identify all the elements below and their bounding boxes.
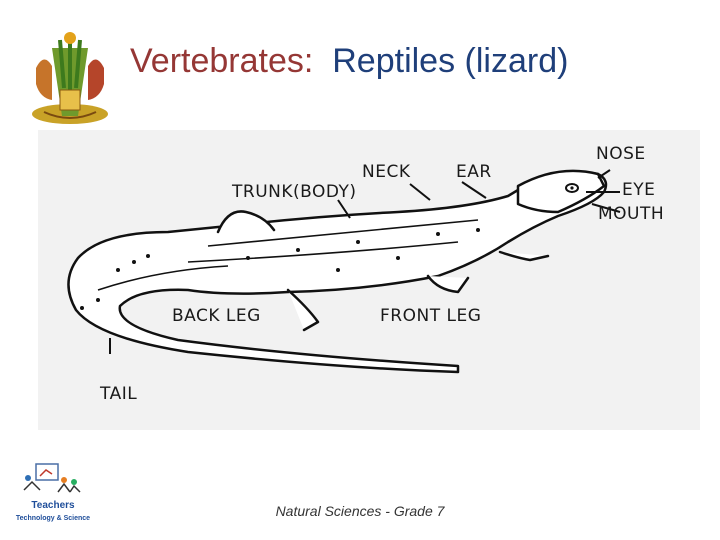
label-eye: EYE xyxy=(622,180,656,200)
nose-pointer xyxy=(597,169,611,179)
lizard-diagram: NECK EAR NOSE TRUNK(BODY) EYE MOUTH BACK… xyxy=(38,130,700,430)
slide-title: Vertebrates: Reptiles (lizard) xyxy=(130,42,568,81)
title-part-vertebrates: Vertebrates: xyxy=(130,42,314,80)
neck-pointer xyxy=(409,183,431,201)
trunk-pointer xyxy=(337,199,351,219)
coat-of-arms-logo xyxy=(32,32,108,124)
lizard-drawing xyxy=(38,130,700,430)
logo-line-techscience: Technology & Science xyxy=(16,515,90,522)
mouth-pointer xyxy=(591,203,621,213)
label-nose: NOSE xyxy=(596,144,646,164)
logo-line-teachers: Teachers xyxy=(31,500,75,511)
label-back-leg: BACK LEG xyxy=(172,306,261,326)
eye-mark xyxy=(565,183,579,193)
ear-pointer xyxy=(461,181,487,199)
label-trunk: TRUNK(BODY) xyxy=(232,182,357,202)
title-part-reptiles: Reptiles (lizard) xyxy=(332,42,569,80)
teachers-logo: Teachers Technology & Science xyxy=(16,463,90,522)
label-mouth: MOUTH xyxy=(598,204,665,224)
label-front-leg: FRONT LEG xyxy=(380,306,482,326)
label-tail: TAIL xyxy=(100,384,138,404)
label-ear: EAR xyxy=(456,162,492,182)
label-neck: NECK xyxy=(362,162,411,182)
slide-footer: Natural Sciences - Grade 7 xyxy=(275,503,445,519)
